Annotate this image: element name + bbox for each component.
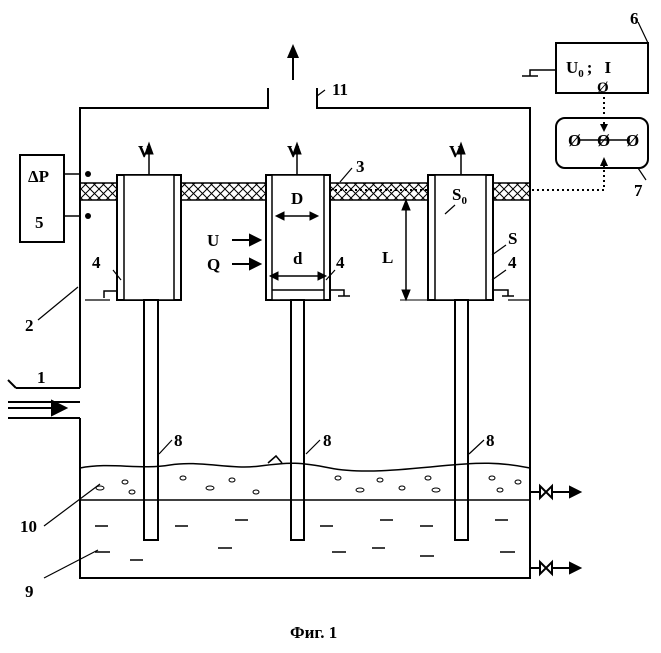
power-supply bbox=[522, 22, 648, 93]
label-8-mid: 8 bbox=[323, 431, 332, 450]
label-4-left: 4 bbox=[92, 253, 101, 272]
label-Q: Q bbox=[207, 255, 220, 274]
switch-contact-right: Ø bbox=[626, 131, 639, 150]
label-L: L bbox=[382, 248, 393, 267]
label-1: 1 bbox=[37, 368, 46, 387]
flow-arrows bbox=[232, 235, 260, 269]
label-9: 9 bbox=[25, 582, 34, 601]
power-supply-label: U0;I bbox=[566, 58, 611, 80]
label-8-left: 8 bbox=[174, 431, 183, 450]
label-8-right: 8 bbox=[486, 431, 495, 450]
label-7: 7 bbox=[634, 181, 643, 200]
switch-contact-left: Ø bbox=[568, 131, 581, 150]
electrode-left bbox=[104, 143, 181, 540]
label-5: 5 bbox=[35, 213, 44, 232]
label-dp: ΔP bbox=[28, 167, 49, 186]
label-3: 3 bbox=[356, 157, 365, 176]
label-6: 6 bbox=[630, 9, 639, 28]
sludge-outlet-valve bbox=[530, 486, 580, 498]
label-4-mid: 4 bbox=[336, 253, 345, 272]
gas-outlet-arrow bbox=[287, 44, 299, 80]
label-11: 11 bbox=[332, 80, 348, 99]
label-v-left: V bbox=[138, 142, 151, 161]
label-D: D bbox=[291, 189, 303, 208]
label-v-mid: V bbox=[287, 142, 300, 161]
figure-caption: Фиг. 1 bbox=[290, 623, 337, 642]
label-4-right: 4 bbox=[508, 253, 517, 272]
label-d: d bbox=[293, 249, 303, 268]
power-supply-terminal: Ø bbox=[597, 80, 609, 96]
label-v-right: V bbox=[449, 142, 462, 161]
water-outlet-valve bbox=[530, 562, 580, 574]
label-U: U bbox=[207, 231, 219, 250]
switch-contact-center: Ø bbox=[597, 131, 610, 150]
label-10: 10 bbox=[20, 517, 37, 536]
label-S: S bbox=[508, 229, 517, 248]
label-2: 2 bbox=[25, 316, 34, 335]
